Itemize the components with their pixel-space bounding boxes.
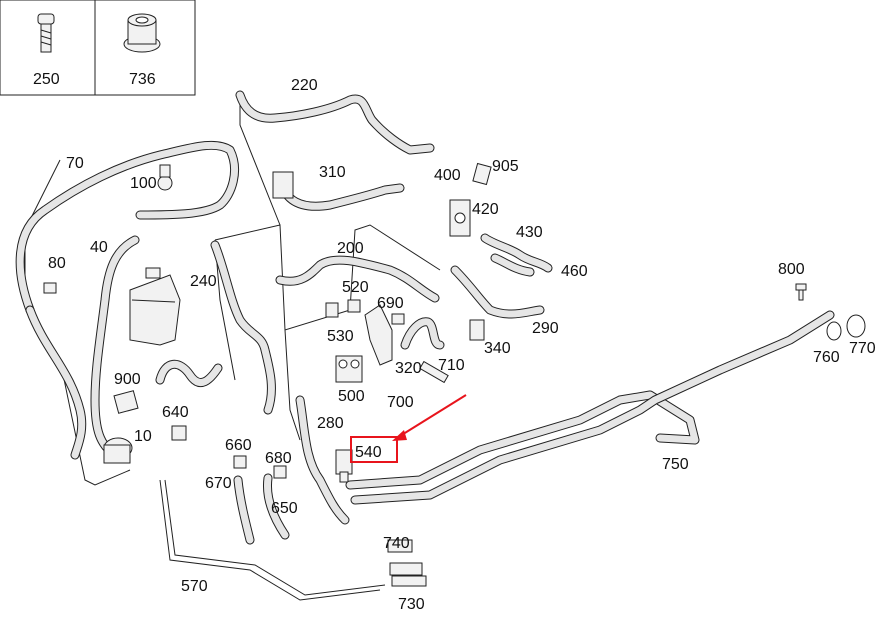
label-200: 200 <box>337 240 364 257</box>
label-100: 100 <box>130 175 157 192</box>
nut-icon <box>123 13 161 53</box>
hose-220 <box>235 90 435 155</box>
label-760: 760 <box>813 349 840 366</box>
part-640 <box>171 425 187 441</box>
part-900 <box>113 359 223 414</box>
part-530 <box>347 299 361 313</box>
label-710: 710 <box>438 357 465 374</box>
legend-box: 250 736 <box>0 0 196 96</box>
label-520: 520 <box>342 279 369 296</box>
hose-280 <box>295 395 350 525</box>
part-520 <box>325 302 339 318</box>
label-730: 730 <box>398 596 425 613</box>
part-660 <box>233 455 247 469</box>
label-240: 240 <box>190 273 217 290</box>
part-500 <box>335 355 363 383</box>
label-400: 400 <box>434 167 461 184</box>
label-430: 430 <box>516 224 543 241</box>
legend-code-250: 250 <box>33 71 60 88</box>
hose-near-320 <box>400 317 445 350</box>
part-340 <box>469 319 485 341</box>
bolt-icon <box>37 13 55 53</box>
hose-70 <box>15 140 240 460</box>
coolant-reservoir <box>129 267 181 346</box>
label-280: 280 <box>317 415 344 432</box>
label-220: 220 <box>291 77 318 94</box>
part-760 <box>826 321 842 341</box>
label-640: 640 <box>162 404 189 421</box>
part-710 <box>419 360 449 384</box>
pipe-570 <box>159 479 386 601</box>
part-labels: 70 100 40 80 900 10 640 240 220 310 200 … <box>48 77 876 613</box>
label-40: 40 <box>90 239 108 256</box>
part-320 <box>364 304 393 366</box>
hose-290 <box>450 265 545 319</box>
part-770 <box>846 314 866 338</box>
part-740 <box>387 539 413 553</box>
highlight-540 <box>350 394 467 463</box>
label-670: 670 <box>205 475 232 492</box>
label-750: 750 <box>662 456 689 473</box>
hose-430 <box>480 233 553 277</box>
hose-40 <box>90 235 140 460</box>
part-680 <box>273 465 287 479</box>
label-660: 660 <box>225 437 252 454</box>
label-290: 290 <box>532 320 559 337</box>
label-500: 500 <box>338 388 365 405</box>
label-320: 320 <box>395 360 422 377</box>
label-80: 80 <box>48 255 66 272</box>
label-690: 690 <box>377 295 404 312</box>
hose-310 <box>272 171 405 211</box>
part-540 <box>335 449 353 483</box>
label-70: 70 <box>66 155 84 172</box>
label-340: 340 <box>484 340 511 357</box>
label-905: 905 <box>492 158 519 175</box>
label-530: 530 <box>327 328 354 345</box>
label-460: 460 <box>561 263 588 280</box>
label-650: 650 <box>271 500 298 517</box>
hose-670 <box>233 475 255 545</box>
label-680: 680 <box>265 450 292 467</box>
label-540: 540 <box>355 444 382 461</box>
label-570: 570 <box>181 578 208 595</box>
part-10-pump <box>103 437 133 464</box>
label-740: 740 <box>383 535 410 552</box>
label-700: 700 <box>387 394 414 411</box>
hose-200 <box>275 255 440 303</box>
label-420: 420 <box>472 201 499 218</box>
hose-650 <box>262 473 290 540</box>
part-80 <box>43 282 57 294</box>
part-100 <box>157 164 173 191</box>
label-800: 800 <box>778 261 805 278</box>
part-800 <box>795 283 807 301</box>
label-310: 310 <box>319 164 346 181</box>
pipe-750 <box>345 310 835 505</box>
label-10: 10 <box>134 428 152 445</box>
hose-240 <box>210 240 276 415</box>
legend-code-736: 736 <box>129 71 156 88</box>
valve-420 <box>449 162 492 237</box>
label-770: 770 <box>849 340 876 357</box>
part-690 <box>391 313 405 325</box>
label-900: 900 <box>114 371 141 388</box>
part-730 <box>389 562 427 587</box>
